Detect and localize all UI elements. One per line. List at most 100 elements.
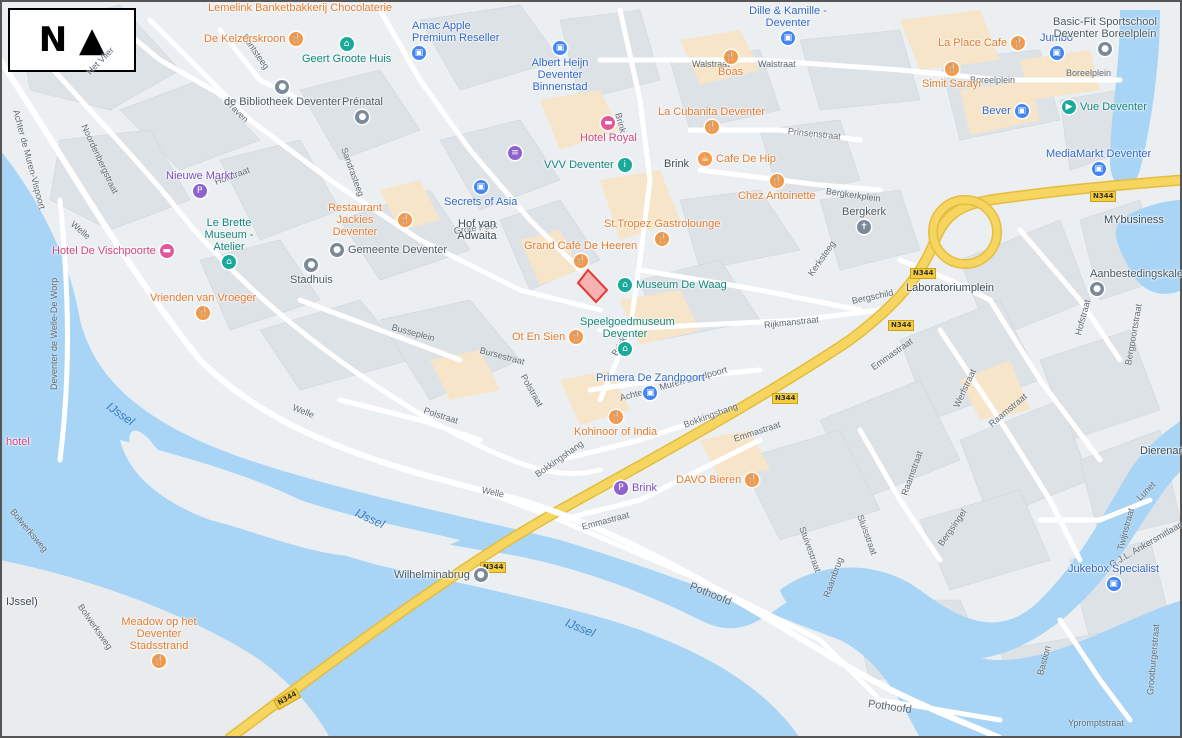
poi-jackies[interactable]: Restaurant Jackies Deventer🍴 (328, 202, 412, 238)
poi-grand-cafe[interactable]: Grand Café De Heeren🍴 (524, 240, 638, 268)
street-label: Deventer de Welle-De Worp (49, 277, 59, 390)
poi-basic-fit[interactable]: Basic-Fit Sportschool Deventer Boreelple… (1053, 16, 1157, 56)
museum-icon: ⌂ (222, 255, 236, 269)
sandbank-main (120, 440, 460, 558)
poi-prenatal[interactable]: Prénatal● (342, 96, 383, 124)
n344-highway (224, 174, 1182, 738)
restaurant-icon: 🍴 (769, 174, 784, 188)
museum-icon: ⌂ (618, 342, 632, 356)
minor-streets (7, 7, 1153, 723)
poi-la-cubanita[interactable]: La Cubanita Deventer🍴 (658, 106, 766, 134)
poi-amac[interactable]: Amac Apple Premium Reseller▣ (412, 20, 500, 60)
poi-jukebox[interactable]: Jukebox Specialist▣ (1068, 563, 1160, 591)
restaurant-icon: 🍴 (569, 330, 584, 344)
poi-geert-groote[interactable]: ⌂Geert Groote Huis (302, 37, 392, 65)
library-icon: ● (275, 80, 290, 94)
restaurant-icon: 🍴 (1011, 36, 1026, 50)
poi-lemelink[interactable]: Lemelink Banketbakkerij Chocolaterie (208, 2, 393, 14)
poi-gemeente[interactable]: ●Gemeente Deventer (330, 243, 447, 257)
poi-aanbesteding[interactable]: Aanbestedingskalender● (1090, 268, 1182, 296)
canal-east (1115, 200, 1182, 294)
shop-icon: ▣ (553, 41, 567, 55)
shop-icon: ● (355, 110, 370, 124)
poi-secrets-of-asia[interactable]: ▣Secrets of Asia (444, 180, 518, 208)
poi-davo[interactable]: DAVO Bieren🍴 (676, 473, 760, 487)
street-label: Boreelplein (1066, 68, 1112, 78)
poi-le-brette[interactable]: Le Brette Museum - Atelier⌂ (204, 217, 254, 269)
selected-parcel[interactable] (576, 268, 609, 304)
poi-bergkerk[interactable]: Bergkerk✝ (842, 206, 887, 234)
shop-icon: ▣ (1049, 46, 1064, 60)
canal-southeast (780, 420, 1182, 660)
restaurant-icon: 🍴 (723, 50, 738, 64)
poi-bibliotheek[interactable]: ●de Bibliotheek Deventer (224, 80, 341, 108)
street-label: Walstraat (758, 59, 796, 69)
poi-kohinoor[interactable]: 🍴Kohinoor of India (574, 410, 658, 438)
landmark-icon: ● (473, 568, 488, 582)
poi-stadhuis[interactable]: ●Stadhuis (290, 258, 333, 286)
museum-icon: ⌂ (339, 37, 354, 51)
building-highlights (380, 10, 1100, 480)
restaurant-icon: 🍴 (704, 120, 719, 134)
road-shield-n344: N344 (1090, 191, 1117, 202)
shop-icon: ▣ (1091, 162, 1106, 176)
restaurant-icon: 🍴 (289, 32, 304, 46)
river-west-channel (0, 150, 72, 540)
poi-wilhelminabrug[interactable]: Wilhelminabrug● (394, 568, 488, 582)
hotel-icon: ▬ (159, 244, 174, 258)
restaurant-icon: 🍴 (655, 232, 670, 246)
poi-jumbo[interactable]: Jumbo▣ (1040, 32, 1074, 60)
north-arrow: N ▲ (8, 8, 136, 72)
info-icon: i (617, 158, 632, 172)
road-shield-n344: N344 (910, 268, 937, 279)
restaurant-icon: 🍴 (573, 254, 588, 268)
poi-hof-van-adwaita: Hof van Adwaita (457, 218, 497, 242)
poi-vischpoorte[interactable]: Hotel De Vischpoorte▬ (52, 244, 174, 258)
road-shield-n344: N344 (772, 393, 799, 404)
poi-cafe-de-hip[interactable]: ☕Cafe De Hip (698, 152, 776, 166)
poi-bever[interactable]: Bever▣ (982, 104, 1029, 118)
poi-vrienden[interactable]: Vrienden van Vroeger🍴 (150, 292, 257, 320)
shop-icon: ▣ (643, 386, 658, 400)
welle-road (0, 58, 1002, 738)
government-icon: ● (304, 258, 319, 272)
poi-ot-en-sien[interactable]: Ot En Sien🍴 (512, 330, 584, 344)
poi-albert-heijn[interactable]: ▣Albert Heijn Deventer Binnenstad (531, 41, 589, 93)
poi-boas[interactable]: 🍴Boas (718, 50, 744, 78)
poi-vue[interactable]: ▶Vue Deventer (1062, 100, 1147, 114)
restaurant-icon: 🍴 (944, 62, 959, 76)
restaurant-icon: 🍴 (152, 654, 166, 668)
poi-kelzerskroon[interactable]: 🍴De Kelzerskroon (204, 32, 304, 46)
poi-la-place[interactable]: La Place Cafe🍴 (938, 36, 1026, 50)
office-icon: ● (1090, 282, 1104, 296)
poi-mediamarkt[interactable]: MediaMarkt Deventer▣ (1046, 148, 1152, 176)
poi-dierenarts: Dierenarts (1140, 445, 1182, 457)
government-icon: ● (330, 243, 344, 257)
poi-st-tropez[interactable]: St.Tropez Gastrolounge🍴 (604, 218, 721, 246)
shop-icon: ▣ (412, 46, 426, 60)
ijssel-river (0, 150, 1182, 738)
poi-museum-de-waag[interactable]: ⌂Museum De Waag (618, 278, 727, 292)
poi-meadow[interactable]: Meadow op het Deventer Stadsstrand🍴 (121, 616, 197, 668)
restaurant-icon: 🍴 (196, 306, 211, 320)
poi-simit[interactable]: 🍴Simit Sarayı (922, 62, 982, 90)
poi-chez-antoinette[interactable]: 🍴Chez Antoinette (738, 174, 816, 202)
gym-icon: ● (1098, 42, 1112, 56)
parking-icon: P (192, 184, 207, 198)
shop-icon: ▣ (781, 31, 795, 45)
restaurant-icon: 🍴 (745, 473, 760, 487)
road-shield-n344: N344 (888, 320, 915, 331)
poi-ijssel-edge: IJssel) (6, 596, 38, 608)
poi-speelgoed[interactable]: Speelgoedmuseum Deventer⌂ (580, 316, 675, 356)
poi-hotel-royal[interactable]: ▬Hotel Royal (580, 116, 637, 144)
parking-icon: P (614, 481, 628, 495)
poi-primera[interactable]: Primera De Zandpoort▣ (596, 372, 705, 400)
poi-dille[interactable]: Dille & Kamille - Deventer▣ (749, 5, 827, 45)
restaurant-icon: 🍴 (398, 213, 412, 227)
